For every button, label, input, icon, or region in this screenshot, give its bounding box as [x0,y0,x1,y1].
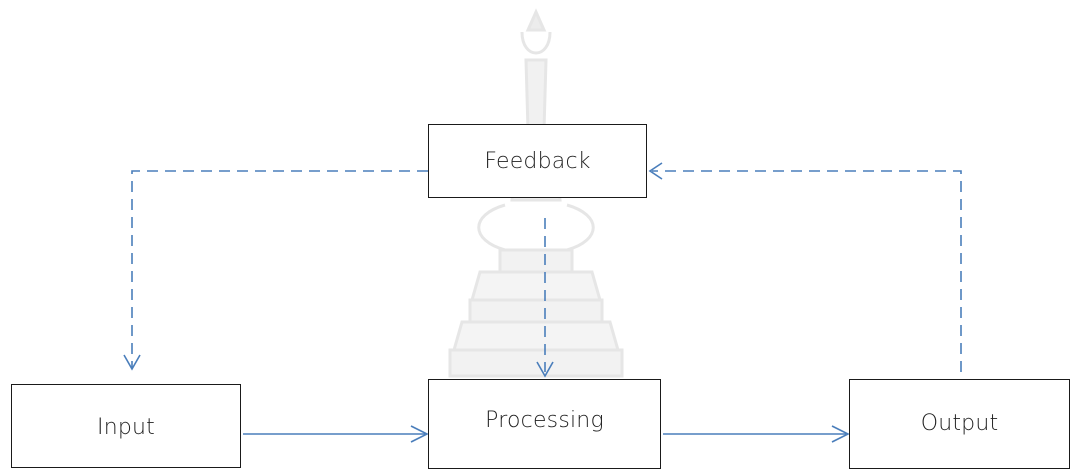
edge-output-to-feedback [652,170,962,372]
input-label: Input [97,414,155,440]
edge-input-to-processing-arrowhead [410,425,429,443]
processing-box: Processing [428,379,661,469]
processing-label: Processing [485,407,604,433]
edge-feedback-to-input [131,170,428,368]
edge-feedback-to-processing-arrowhead [536,361,554,378]
output-box: Output [849,379,1070,469]
feedback-box: Feedback [428,124,647,198]
feedback-label: Feedback [484,148,591,174]
output-label: Output [920,410,999,436]
edge-output-to-feedback-arrowhead [648,162,663,180]
input-box: Input [11,384,241,468]
edge-processing-to-output-arrowhead [831,425,850,443]
edge-feedback-to-input-arrowhead [123,354,141,371]
